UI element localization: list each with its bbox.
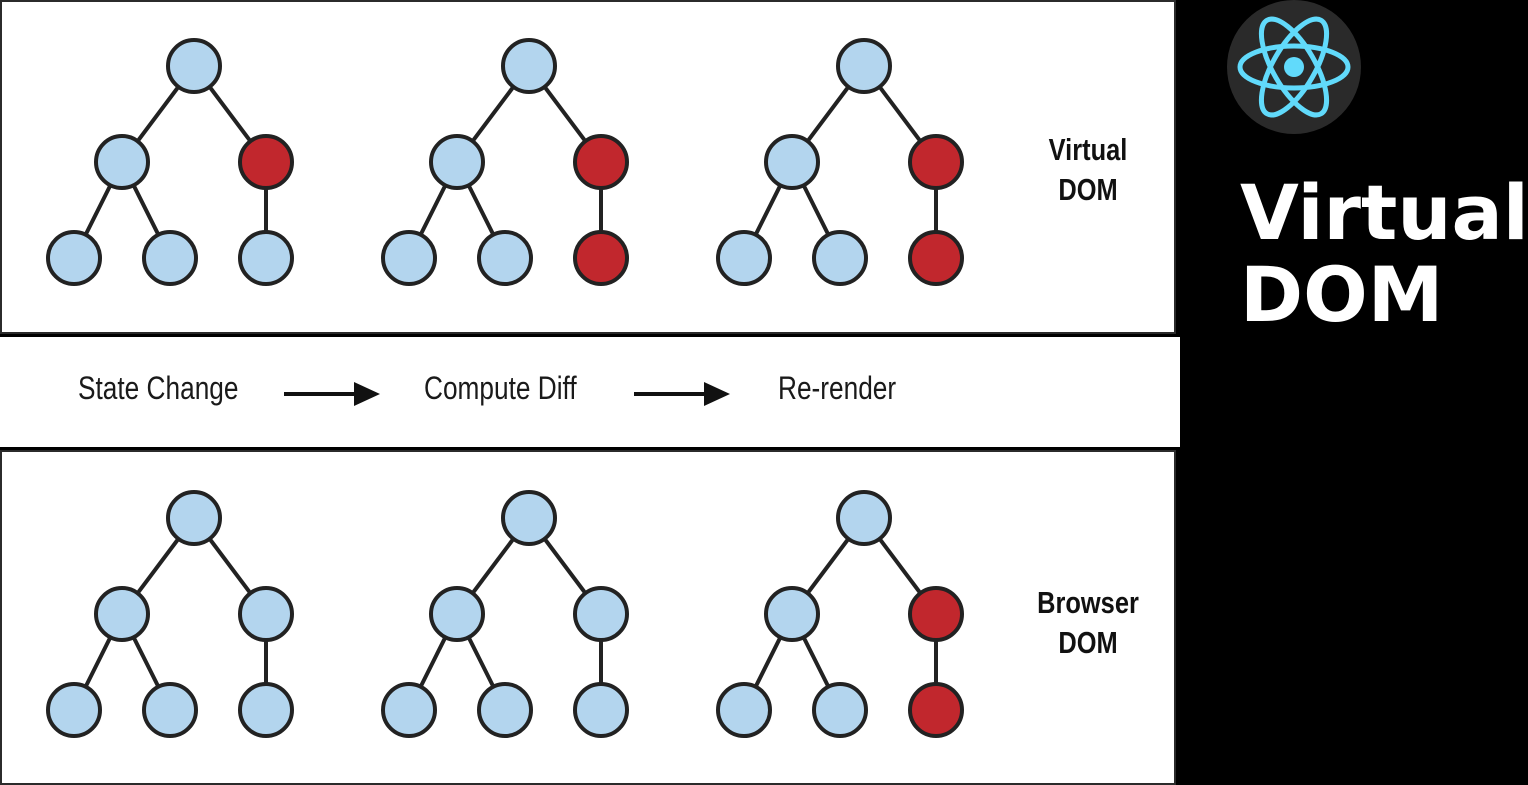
tree-node-right-child [573, 682, 629, 738]
tree-node-left-left [381, 230, 437, 286]
tree-node-left-right [812, 230, 868, 286]
tree-node-left [764, 586, 820, 642]
tree-node-root [501, 38, 557, 94]
browser-tree-2 [381, 490, 629, 738]
step-state-change: State Change [78, 370, 239, 406]
tree-node-left [429, 586, 485, 642]
tree-node-right [573, 586, 629, 642]
tree-node-root [166, 38, 222, 94]
tree-node-left-left [716, 230, 772, 286]
virtual-dom-label-line1: Virtual [1048, 132, 1128, 167]
tree-node-left-left [46, 230, 102, 286]
virtual-tree-2 [381, 38, 629, 286]
browser-tree-3 [716, 490, 964, 738]
tree-node-right-child [573, 230, 629, 286]
tree-node-left [764, 134, 820, 190]
tree-node-left-right [477, 230, 533, 286]
virtual-dom-label-line2: DOM [1058, 172, 1118, 207]
page-title-line2: DOM [1240, 250, 1444, 339]
tree-node-left-right [812, 682, 868, 738]
tree-node-left-right [142, 682, 198, 738]
tree-node-left-right [142, 230, 198, 286]
browser-dom-label: Browser DOM [1014, 583, 1162, 663]
tree-node-left [94, 134, 150, 190]
browser-dom-label-line1: Browser [1037, 585, 1139, 620]
tree-node-root [166, 490, 222, 546]
tree-node-left-left [381, 682, 437, 738]
tree-node-right [238, 134, 294, 190]
tree-node-right [908, 134, 964, 190]
tree-node-root [836, 38, 892, 94]
step-compute-diff: Compute Diff [424, 370, 577, 406]
virtual-dom-label: Virtual DOM [1014, 130, 1162, 210]
tree-node-root [836, 490, 892, 546]
tree-node-right-child [908, 230, 964, 286]
tree-node-root [501, 490, 557, 546]
tree-node-right [238, 586, 294, 642]
tree-node-right-child [238, 682, 294, 738]
tree-node-left [94, 586, 150, 642]
arrow-right-icon [634, 382, 730, 406]
browser-dom-label-line2: DOM [1058, 625, 1118, 660]
page-title-line1: Virtual [1240, 168, 1528, 257]
tree-node-left-right [477, 682, 533, 738]
tree-node-right [908, 586, 964, 642]
virtual-tree-3 [716, 38, 964, 286]
tree-node-left [429, 134, 485, 190]
react-atom-icon [1227, 0, 1361, 134]
tree-node-left-left [716, 682, 772, 738]
virtual-tree-1 [46, 38, 294, 286]
page-title: Virtual DOM [1240, 172, 1528, 336]
tree-node-right [573, 134, 629, 190]
tree-node-left-left [46, 682, 102, 738]
arrow-right-icon [284, 382, 380, 406]
tree-node-right-child [238, 230, 294, 286]
tree-diagrams [46, 38, 964, 738]
process-strip [0, 337, 1180, 447]
step-re-render: Re-render [778, 370, 897, 406]
browser-tree-1 [46, 490, 294, 738]
tree-node-right-child [908, 682, 964, 738]
